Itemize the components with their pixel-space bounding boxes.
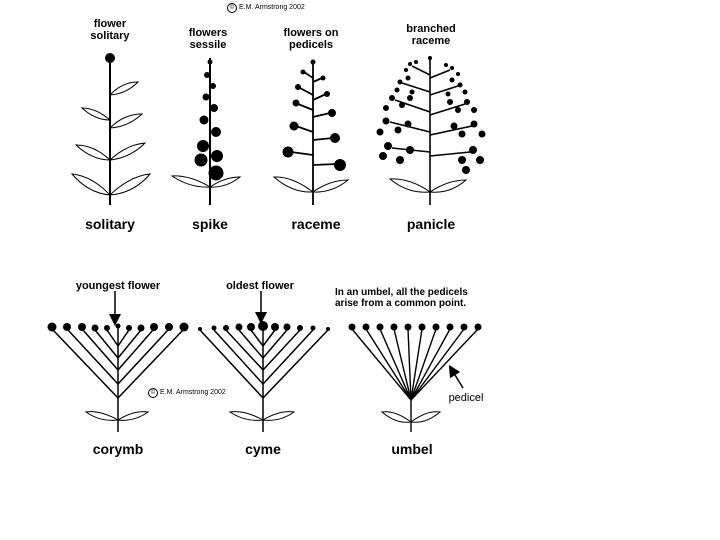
cyme-drawing [198, 291, 330, 432]
leaf [108, 113, 144, 129]
raceme-drawing [272, 59, 350, 205]
caption-youngest-flower: youngest flower [75, 280, 161, 292]
label-cyme: cyme [245, 441, 281, 457]
leaf [108, 173, 152, 196]
leaf [108, 81, 140, 96]
label-raceme: raceme [291, 216, 341, 232]
leaf [388, 178, 432, 193]
label-pedicel: pedicel [448, 392, 484, 404]
leaf [380, 411, 413, 423]
leaf [428, 179, 468, 193]
solitary-drawing [70, 53, 152, 205]
leaf [272, 176, 315, 193]
leaf [80, 107, 112, 121]
label-corymb: corymb [92, 441, 144, 457]
copyright-bottom: ©E.M. Armstrong 2002 [148, 388, 226, 398]
copyright-text: E.M. Armstrong 2002 [239, 4, 305, 11]
leaf [311, 179, 350, 193]
copyright-symbol-icon: © [227, 3, 237, 13]
label-panicle: panicle [406, 216, 456, 232]
caption-solitary: flower solitary [90, 18, 130, 43]
leaf [74, 144, 112, 161]
leaf [228, 411, 265, 421]
corymb-drawing [47, 291, 189, 432]
copyright-symbol-icon: © [148, 388, 158, 398]
solitary-flower [105, 53, 115, 63]
caption-oldest-flower: oldest flower [226, 280, 294, 292]
leaf [261, 411, 296, 421]
copyright-top: ©E.M. Armstrong 2002 [227, 3, 305, 13]
leaf [409, 411, 442, 423]
caption-umbel-note: In an umbel, all the pedicels arise from… [335, 287, 468, 310]
umbel-drawing [348, 323, 482, 432]
leaf [70, 173, 112, 196]
leaf [84, 411, 120, 421]
spike-drawing [170, 58, 242, 205]
caption-raceme: flowers on pedicels [283, 27, 339, 52]
leaf [208, 176, 242, 188]
label-solitary: solitary [85, 216, 135, 232]
panicle-drawing [376, 56, 486, 205]
caption-panicle: branched raceme [406, 23, 456, 48]
label-umbel: umbel [391, 441, 433, 457]
leaf [108, 142, 147, 161]
caption-spike: flowers sessile [188, 27, 228, 52]
copyright-text: E.M. Armstrong 2002 [160, 389, 226, 396]
label-spike: spike [192, 216, 228, 232]
leaf [170, 175, 212, 188]
leaf [116, 411, 150, 421]
